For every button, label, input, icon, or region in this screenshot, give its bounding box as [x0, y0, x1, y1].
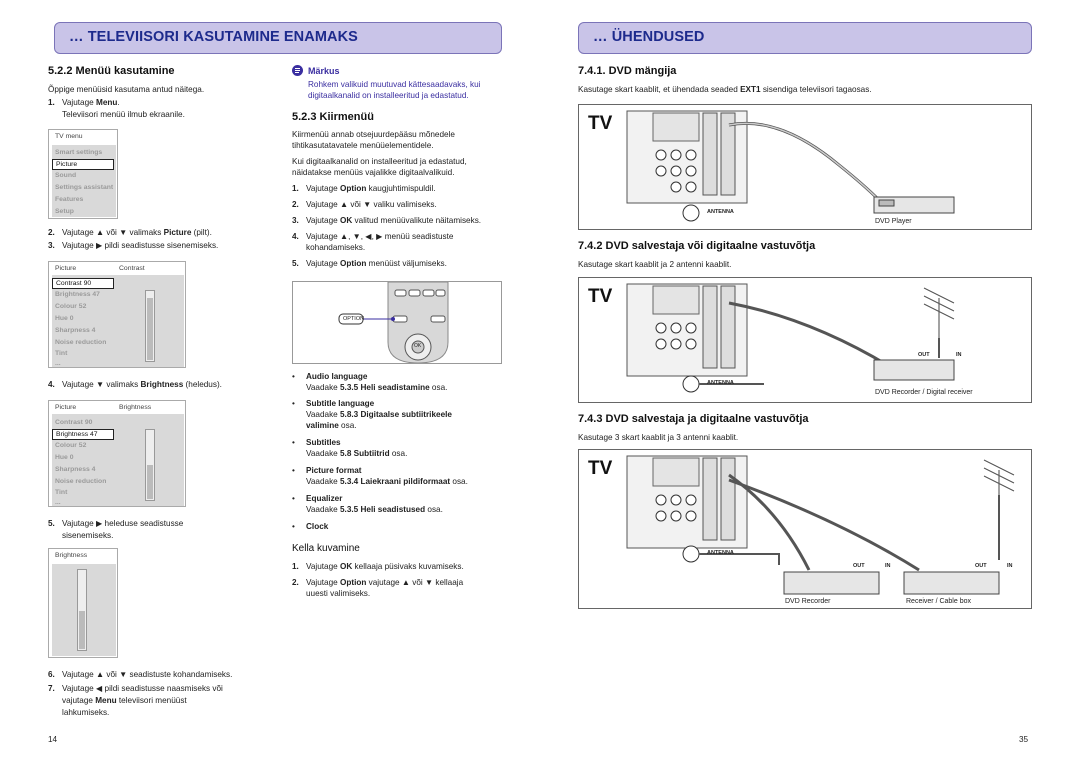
dvd-player-text: Kasutage skart kaablit, et ühendada sead… [578, 85, 872, 94]
clock-step-1: 1.Vajutage OK kellaaja püsivaks kuvamise… [292, 562, 464, 571]
right-banner: … ÜHENDUSED [578, 22, 1032, 54]
step-4: 4.Vajutage ▼ valimaks Brightness (heledu… [48, 380, 222, 389]
quick-step-2: 2.Vajutage ▲ või ▼ valiku valimiseks. [292, 200, 437, 209]
section-heading-quick-menu: 5.2.3 Kiirmenüü [292, 111, 374, 123]
antenna-label-2: ANTENNA [707, 380, 734, 386]
diagram-dvd-player: TV ANTENNA DVD Player [578, 104, 1032, 230]
remote-ok-label: OK [414, 343, 422, 349]
step-5-line2: sisenemiseks. [62, 531, 114, 540]
quick-step-4-line2: kohandamiseks. [306, 243, 366, 252]
step-6: 6.Vajutage ▲ või ▼ seadistuste kohandami… [48, 670, 233, 679]
tv-menu-screenshot: TV menu Smart settings Picture Sound Set… [48, 129, 118, 219]
right-banner-title: … ÜHENDUSED [593, 29, 705, 45]
tv-label-3: TV [588, 458, 613, 479]
intro-text: Õppige menüüsid kasutama antud näitega. [48, 85, 205, 94]
note-line1: Rohkem valikuid muutuvad kättesaadavaks,… [308, 80, 481, 89]
quick-menu-p1-l2: tihtikasutatavatele menüüelementidele. [292, 141, 434, 150]
tv-label-2: TV [588, 286, 613, 307]
section-heading-menu-usage: 5.2.2 Menüü kasutamine [48, 65, 175, 77]
step-7: 7.Vajutage ◀ pildi seadistusse naasmisek… [48, 684, 223, 693]
tv-label-1: TV [588, 113, 613, 134]
quick-step-1: 1.Vajutage Option kaugjuhtimispuldil. [292, 184, 436, 193]
step-7-line2: vajutage Menu televiisori menüüst [62, 696, 187, 705]
quick-step-5: 5.Vajutage Option menüüst väljumiseks. [292, 259, 447, 268]
out-label-2: OUT [918, 352, 930, 358]
diagram-dvd-recorder-and-receiver: TV ANTENNA OUT IN OUT IN DVD Recorder Re… [578, 449, 1032, 609]
quick-step-3: 3.Vajutage OK valitud menüüvalikute näit… [292, 216, 482, 225]
antenna-label-3: ANTENNA [707, 550, 734, 556]
step-1: 1.Vajutage Menu. [48, 98, 120, 107]
page-number-left: 14 [48, 735, 58, 744]
note-line2: digitaalkanalid on installeeritud ja eda… [308, 91, 469, 100]
clock-step-2: 2.Vajutage Option vajutage ▲ või ▼ kella… [292, 578, 464, 587]
receiver-cable-box-label: Receiver / Cable box [906, 598, 971, 605]
remote-option-label: OPTION [343, 316, 365, 322]
quick-menu-p2-l1: Kui digitaalkanalid on installeeritud ja… [292, 157, 467, 166]
heading-dvd-recorder-and-receiver: 7.4.3 DVD salvestaja ja digitaalne vastu… [578, 413, 809, 425]
picture-menu-contrast: Picture Contrast Contrast 90 Brightness … [48, 261, 186, 368]
dvd-recorder-text: Kasutage skart kaablit ja 2 antenni kaab… [578, 260, 732, 269]
heading-dvd-recorder-or-receiver: 7.4.2 DVD salvestaja või digitaalne vast… [578, 240, 816, 252]
step-7-line3: lahkumiseks. [62, 708, 110, 717]
quick-step-4: 4.Vajutage ▲, ▼, ◀, ▶ menüü seadistuste [292, 232, 454, 241]
out-label-3b: OUT [975, 563, 987, 569]
antenna-label-1: ANTENNA [707, 209, 734, 215]
diagram-dvd-recorder-receiver: TV ANTENNA OUT IN DVD Recorder / Digital… [578, 277, 1032, 403]
remote-control-illustration: OPTION OK [292, 281, 502, 364]
step-3: 3.Vajutage ▶ pildi seadistusse sisenemis… [48, 241, 219, 250]
quick-menu-p2-l2: näidatakse menüüs vajalikke digitaalvali… [292, 168, 455, 177]
in-label-3a: IN [885, 563, 891, 569]
in-label-2: IN [956, 352, 962, 358]
dvd-recorder-label: DVD Recorder [785, 598, 831, 605]
dvd-recorder-and-receiver-text: Kasutage 3 skart kaablit ja 3 antenni ka… [578, 433, 739, 442]
in-label-3b: IN [1007, 563, 1013, 569]
step-1-line2: Televiisori menüü ilmub ekraanile. [62, 110, 185, 119]
left-banner-title: … TELEVIISORI KASUTAMINE ENAMAKS [69, 29, 358, 45]
step-5: 5.Vajutage ▶ heleduse seadistusse [48, 519, 184, 528]
out-label-3a: OUT [853, 563, 865, 569]
heading-dvd-player: 7.4.1. DVD mängija [578, 65, 677, 77]
note-icon [292, 65, 303, 76]
step-2: 2.Vajutage ▲ või ▼ valimaks Picture (pil… [48, 228, 212, 237]
menu-item-picture-selected: Picture [52, 159, 114, 170]
dvd-recorder-receiver-label: DVD Recorder / Digital receiver [875, 389, 973, 396]
quick-menu-p1-l1: Kiirmenüü annab otsejuurdepääsu mõnedele [292, 130, 455, 139]
note-title: Märkus [308, 66, 340, 76]
clock-heading: Kella kuvamine [292, 543, 360, 554]
picture-menu-brightness: Picture Brightness Contrast 90 Brightnes… [48, 400, 186, 507]
brightness-slider-screen: Brightness [48, 548, 118, 658]
clock-step-2-line2: uuesti valimiseks. [306, 589, 371, 598]
left-banner: … TELEVIISORI KASUTAMINE ENAMAKS [54, 22, 502, 54]
page-number-right: 35 [1019, 735, 1029, 744]
dvd-player-label: DVD Player [875, 218, 912, 225]
